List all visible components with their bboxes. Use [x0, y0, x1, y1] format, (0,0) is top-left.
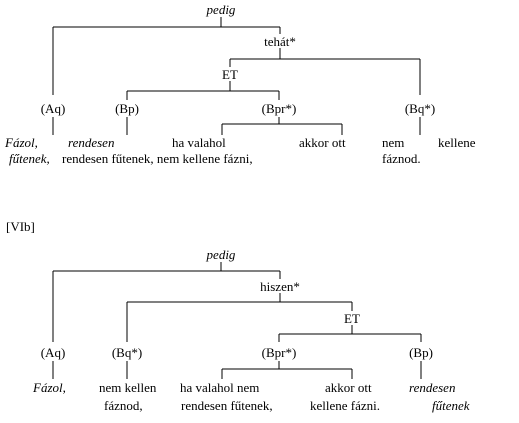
t2-root-label: pedig	[206, 247, 236, 262]
t2-aq-label: (Aq)	[40, 345, 66, 360]
t2-bq-text-1: nem kellen	[99, 380, 157, 395]
t1-bp-text-2: rendesen fűtenek, nem kellene fázni,	[62, 151, 253, 166]
t2-bpr-text-a2: rendesen fűtenek,	[181, 398, 273, 413]
t2-bpr-text-a1: ha valahol nem	[180, 380, 260, 395]
t1-bpr-label: (Bpr*)	[261, 101, 297, 116]
t1-et-label: ET	[222, 67, 238, 82]
t2-et-label: ET	[344, 311, 360, 326]
t1-bq-text-1: nem	[382, 135, 405, 150]
t2-bp-text-2: fűtenek	[432, 398, 470, 413]
t2-connective-label: hiszen*	[260, 279, 300, 294]
t2-bq-label: (Bq*)	[111, 345, 143, 360]
t2-aq-text: Fázol,	[33, 380, 66, 395]
t1-bq-label: (Bq*)	[404, 101, 436, 116]
t2-bp-label: (Bp)	[409, 345, 433, 360]
t1-bq-text-2: kellene	[438, 135, 476, 150]
t1-aq-text-1: Fázol,	[5, 135, 38, 150]
t2-bp-text-1: rendesen	[409, 380, 456, 395]
t1-aq-text-2: fűtenek,	[9, 151, 50, 166]
t2-bq-text-2: fáznod,	[104, 398, 143, 413]
t1-connective-label: tehát*	[264, 34, 296, 49]
t1-aq-label: (Aq)	[40, 101, 66, 116]
t1-bp-label: (Bp)	[115, 101, 139, 116]
t1-bpr-text-b: akkor ott	[299, 135, 346, 150]
t1-root-label: pedig	[206, 2, 236, 17]
t1-bq-text-3: fáznod.	[382, 151, 421, 166]
t1-bp-text-1: rendesen	[68, 135, 115, 150]
t2-bpr-text-b1: akkor ott	[325, 380, 372, 395]
section-label: [VIb]	[6, 219, 35, 234]
t2-bpr-text-b2: kellene fázni.	[310, 398, 381, 413]
t2-bpr-label: (Bpr*)	[261, 345, 297, 360]
t1-bpr-text-a: ha valahol	[172, 135, 226, 150]
